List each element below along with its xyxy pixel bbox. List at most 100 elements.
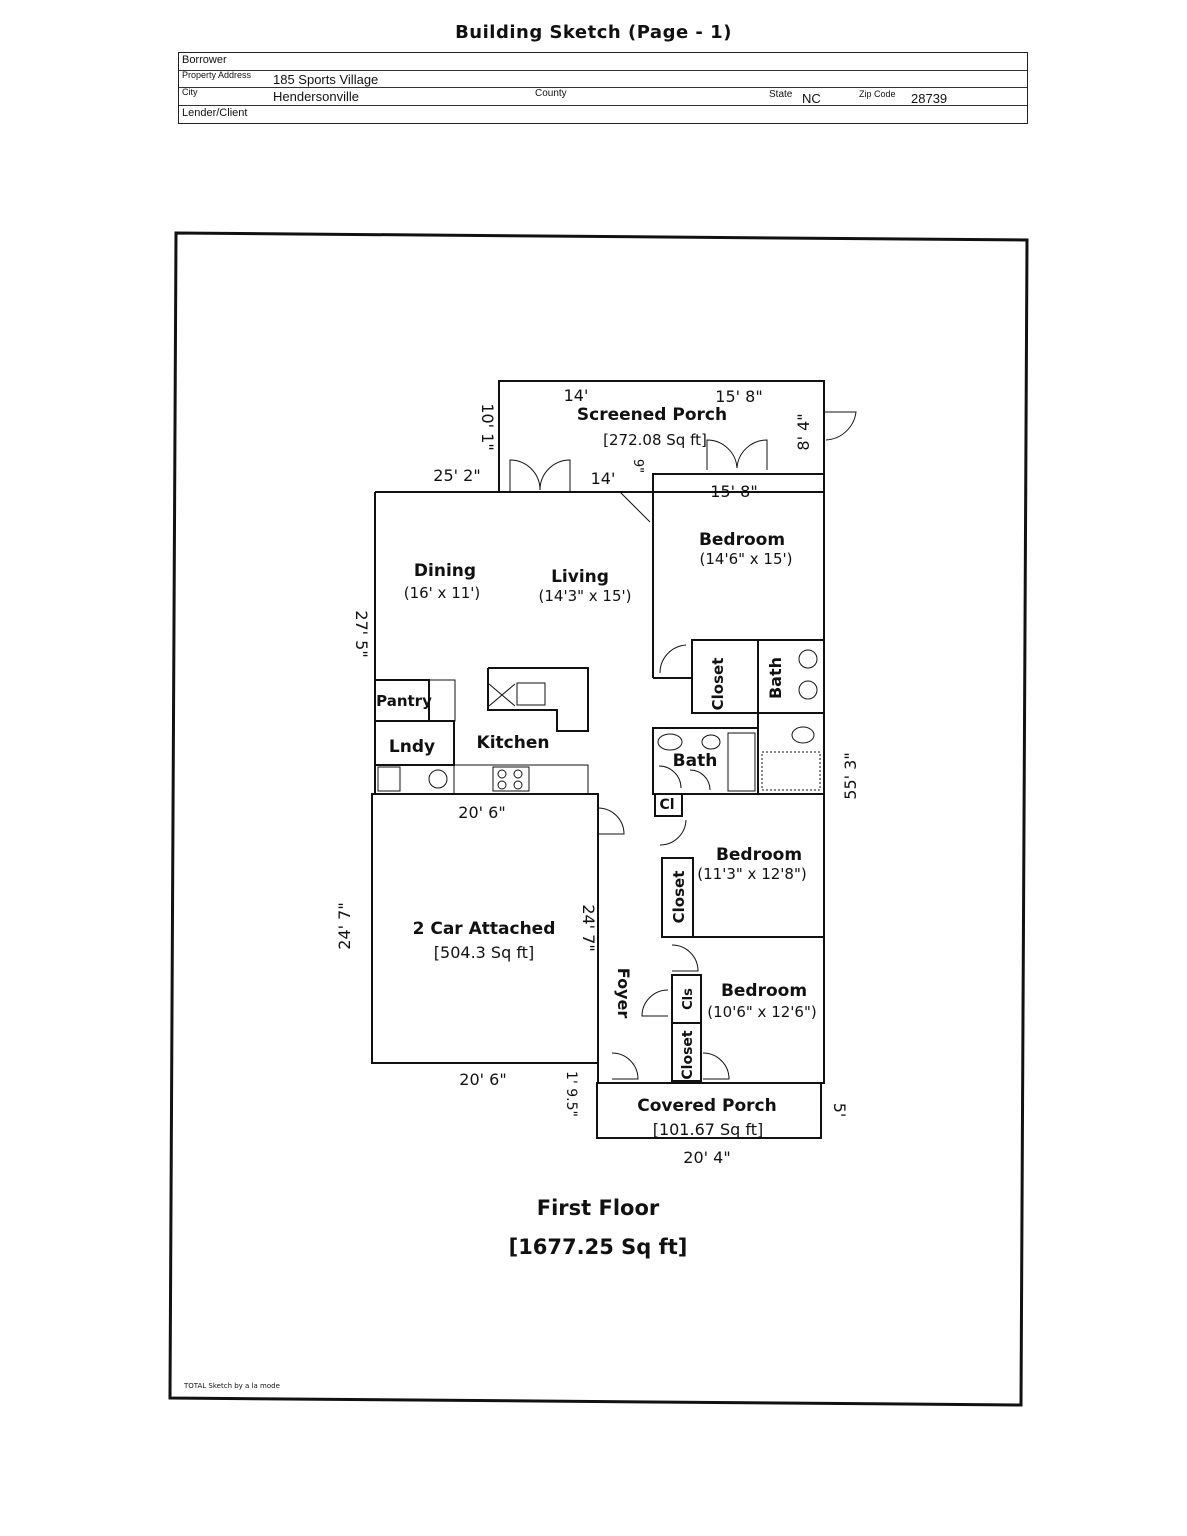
- foyer-label: Foyer: [614, 968, 633, 1019]
- dining-label: Dining: [414, 561, 476, 581]
- bath1-lower-outline: [757, 712, 825, 795]
- dryer-icon: [377, 766, 401, 792]
- door-icon: [689, 769, 711, 791]
- property-header-table: Borrower Property Address 185 Sports Vil…: [178, 52, 1028, 124]
- cl-label: Cl: [659, 797, 674, 813]
- closet3-label: Closet: [680, 1030, 696, 1080]
- bedroom2-label: Bedroom: [716, 845, 802, 865]
- screened-porch-outline: [498, 380, 825, 493]
- garage-label: 2 Car Attached: [413, 919, 556, 939]
- floor-label: First Floor: [537, 1196, 660, 1220]
- dim-porch-right: 8' 4": [794, 413, 813, 450]
- tub-icon: [727, 732, 756, 792]
- door-icon: [671, 944, 699, 972]
- screened-porch-area: [272.08 Sq ft]: [603, 431, 707, 449]
- door-icon: [641, 989, 669, 1017]
- pantry-label: Pantry: [376, 692, 432, 710]
- toilet-icon: [791, 726, 815, 744]
- covered-porch-area: [101.67 Sq ft]: [653, 1120, 764, 1139]
- closet2-label: Closet: [670, 871, 688, 924]
- door-icon: [702, 1052, 730, 1080]
- cls-label: Cls: [681, 988, 696, 1010]
- closet1-label: Closet: [709, 658, 727, 711]
- bedroom3-label: Bedroom: [721, 981, 807, 1001]
- washer-dryer: [374, 764, 455, 795]
- dim-garage-right: 24' 7": [579, 904, 598, 951]
- dim-garage-top: 20' 6": [458, 803, 505, 822]
- dim-dining-top: 25' 2": [433, 466, 480, 485]
- dim-left-upper: 27' 5": [352, 610, 371, 657]
- dim-covered-bottom: 20' 4": [683, 1148, 730, 1167]
- sink-icon: [798, 680, 818, 700]
- door-icon: [706, 439, 738, 470]
- page-title: Building Sketch (Page - 1): [455, 22, 732, 43]
- dim-covered-right: 5': [830, 1103, 849, 1118]
- property-address-value: 185 Sports Village: [273, 72, 379, 87]
- state-value: NC: [802, 91, 821, 106]
- living-label: Living: [551, 567, 609, 587]
- door-icon: [611, 1052, 639, 1080]
- covered-porch-outline: [596, 1082, 822, 1139]
- property-address-row: Property Address 185 Sports Village: [179, 70, 1027, 88]
- screened-porch-label: Screened Porch: [577, 405, 727, 425]
- city-label: City: [182, 87, 198, 97]
- closet3-outline: [671, 1022, 702, 1082]
- sink-icon: [657, 733, 683, 751]
- door-icon: [659, 819, 687, 846]
- dim-porch-top-right: 15' 8": [715, 387, 762, 406]
- bath1-label: Bath: [766, 657, 785, 699]
- zip-value: 28739: [911, 91, 948, 106]
- dim-porch-step: 9": [630, 459, 645, 473]
- door-icon: [619, 491, 651, 523]
- door-icon: [736, 439, 768, 470]
- door-icon: [658, 765, 682, 789]
- bath2-label: Bath: [673, 751, 718, 771]
- door-icon: [659, 644, 687, 674]
- dim-porch-top-left: 14': [564, 386, 589, 405]
- bedroom1-size: (14'6" x 15'): [700, 550, 793, 568]
- sketch-frame: [168, 231, 1029, 1407]
- sink-icon: [798, 649, 818, 669]
- pantry-shelf: [428, 679, 456, 722]
- door-icon: [597, 807, 625, 835]
- door-icon: [539, 459, 571, 492]
- burner-icon: [497, 780, 507, 790]
- covered-porch-label: Covered Porch: [637, 1096, 776, 1116]
- lender-row: Lender/Client: [179, 105, 1027, 123]
- door-icon: [824, 411, 857, 441]
- kitchen-island: [487, 667, 589, 732]
- bedroom3-size: (10'6" x 12'6"): [707, 1003, 816, 1021]
- city-row: City Hendersonville County State NC Zip …: [179, 87, 1027, 106]
- zip-label: Zip Code: [859, 89, 896, 99]
- floor-area: [1677.25 Sq ft]: [509, 1235, 688, 1259]
- bedroom1-label: Bedroom: [699, 530, 785, 550]
- kitchen-counter: [453, 764, 589, 795]
- dining-size: (16' x 11'): [404, 584, 481, 602]
- shower-icon: [761, 751, 821, 791]
- county-label: County: [535, 88, 567, 99]
- range-icon: [492, 766, 530, 792]
- borrower-label: Borrower: [182, 54, 227, 66]
- dim-bedroom-top: 15' 8": [710, 482, 757, 501]
- washer-icon: [428, 769, 448, 789]
- sink-icon: [516, 682, 546, 706]
- laundry-label: Lndy: [389, 737, 435, 757]
- lender-label: Lender/Client: [182, 107, 248, 119]
- dim-porch-left: 10' 1": [478, 403, 497, 450]
- burner-icon: [513, 769, 523, 779]
- dim-right-total: 55' 3": [841, 752, 860, 799]
- kitchen-label: Kitchen: [477, 733, 550, 753]
- dim-porch-bottom: 14': [591, 469, 616, 488]
- living-size: (14'3" x 15'): [539, 587, 632, 605]
- burner-icon: [513, 780, 523, 790]
- bedroom2-size: (11'3" x 12'8"): [697, 865, 806, 883]
- property-address-label: Property Address: [182, 70, 252, 80]
- garage-area: [504.3 Sq ft]: [434, 943, 534, 962]
- dishwasher-icon: [488, 683, 516, 707]
- footer-credit: TOTAL Sketch by a la mode: [183, 1382, 280, 1390]
- dim-garage-bottom: 20' 6": [459, 1070, 506, 1089]
- door-icon: [509, 459, 541, 492]
- city-value: Hendersonville: [273, 89, 359, 104]
- borrower-row: Borrower: [179, 53, 1027, 71]
